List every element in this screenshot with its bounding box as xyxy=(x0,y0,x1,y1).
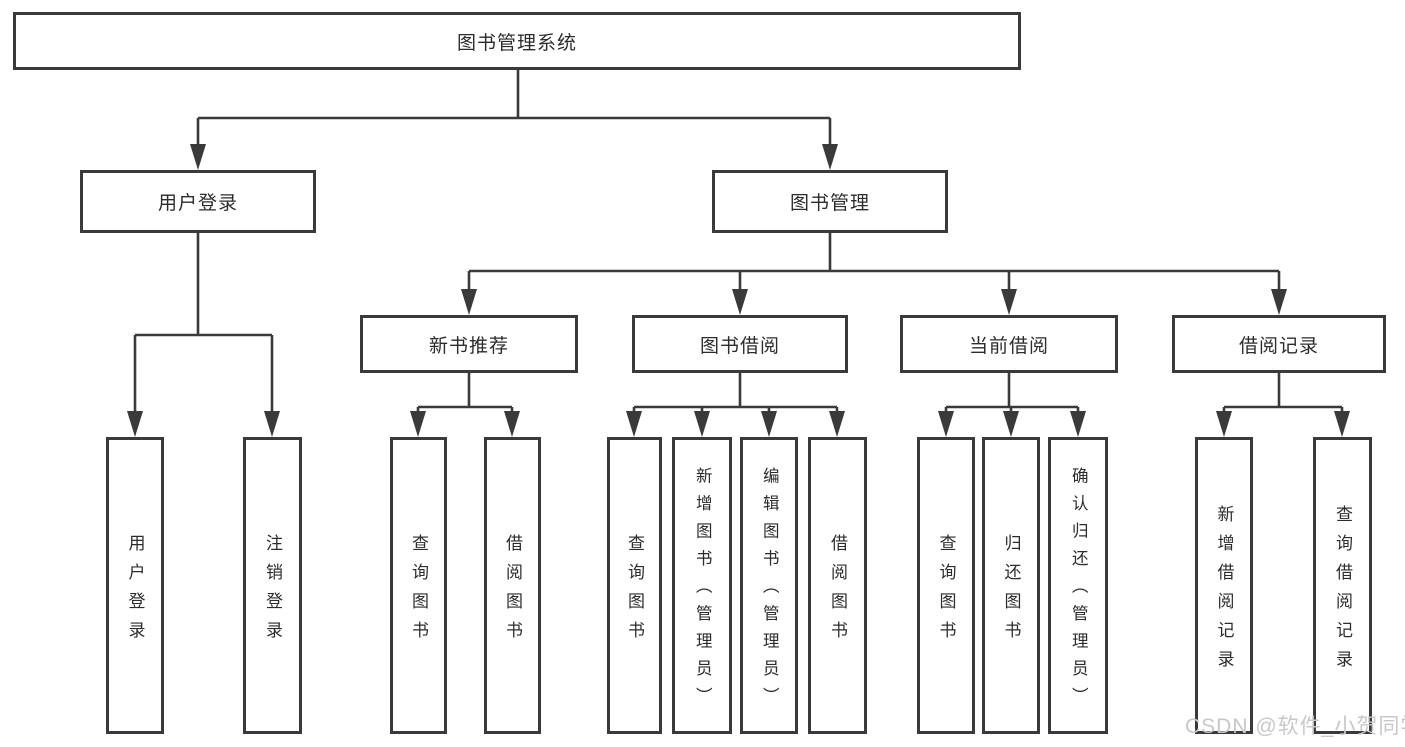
leaf-label: 查询借阅记录 xyxy=(1333,504,1352,679)
connector-userlogin-to-leaves xyxy=(133,233,274,417)
leaf-user-login: 用户登录 xyxy=(106,437,164,734)
node-label: 当前借阅 xyxy=(968,335,1049,357)
node-label: 新书推荐 xyxy=(428,335,509,357)
node-new-book-recommend: 新书推荐 xyxy=(360,315,578,373)
leaf-label: 新增借阅记录 xyxy=(1214,504,1234,679)
node-user-login: 用户登录 xyxy=(80,170,316,233)
leaf-label: 借阅图书 xyxy=(828,533,847,650)
leaf-label: 确认归还（管理员） xyxy=(1069,467,1088,715)
node-book-borrow: 图书借阅 xyxy=(632,315,848,373)
leaf-return-books: 归还图书 xyxy=(982,437,1040,734)
leaf-query-books-recommend: 查询图书 xyxy=(390,437,447,734)
leaf-label: 编辑图书（管理员） xyxy=(760,467,779,715)
node-label: 图书借阅 xyxy=(699,335,780,357)
leaf-query-books-current: 查询图书 xyxy=(917,437,975,734)
leaf-borrow-books-borrow: 借阅图书 xyxy=(808,437,867,734)
node-current-borrow: 当前借阅 xyxy=(900,315,1118,373)
leaf-logout: 注销登录 xyxy=(243,437,302,734)
leaf-query-borrow-record: 查询借阅记录 xyxy=(1313,437,1372,734)
node-label: 用户登录 xyxy=(157,193,238,214)
leaf-label: 查询图书 xyxy=(625,533,644,650)
leaf-confirm-return-admin: 确认归还（管理员） xyxy=(1048,437,1108,734)
leaf-label: 注销登录 xyxy=(263,533,282,650)
node-label: 图书管理 xyxy=(789,193,870,214)
leaf-borrow-books-recommend: 借阅图书 xyxy=(484,437,541,734)
leaf-edit-book-admin: 编辑图书（管理员） xyxy=(740,437,798,734)
connector-root-to-level2 xyxy=(196,70,832,150)
node-book-management: 图书管理 xyxy=(712,170,948,233)
node-label: 借阅记录 xyxy=(1238,335,1319,357)
leaf-add-book-admin: 新增图书（管理员） xyxy=(672,437,732,734)
csdn-watermark: CSDN @软件_小贺同学 xyxy=(1185,715,1405,738)
connector-curborrow-to-leaves xyxy=(944,373,1080,417)
connector-bookborrow-to-leaves xyxy=(632,373,839,417)
connector-bookmgmt-to-level3 xyxy=(467,233,1281,295)
connector-records-to-leaves xyxy=(1222,373,1344,417)
leaf-label: 新增图书（管理员） xyxy=(693,467,712,715)
leaf-add-borrow-record: 新增借阅记录 xyxy=(1195,437,1253,734)
leaf-label: 查询图书 xyxy=(936,533,956,650)
leaf-label: 借阅图书 xyxy=(503,533,522,650)
leaf-label: 用户登录 xyxy=(125,533,145,650)
leaf-label: 归还图书 xyxy=(1001,533,1021,650)
leaf-label: 查询图书 xyxy=(409,533,428,650)
node-library-management-system: 图书管理系统 xyxy=(13,12,1021,70)
node-borrow-records: 借阅记录 xyxy=(1172,315,1386,373)
node-label: 图书管理系统 xyxy=(456,32,577,54)
leaf-query-books-borrow: 查询图书 xyxy=(607,437,662,734)
connector-newrec-to-leaves xyxy=(416,373,514,417)
